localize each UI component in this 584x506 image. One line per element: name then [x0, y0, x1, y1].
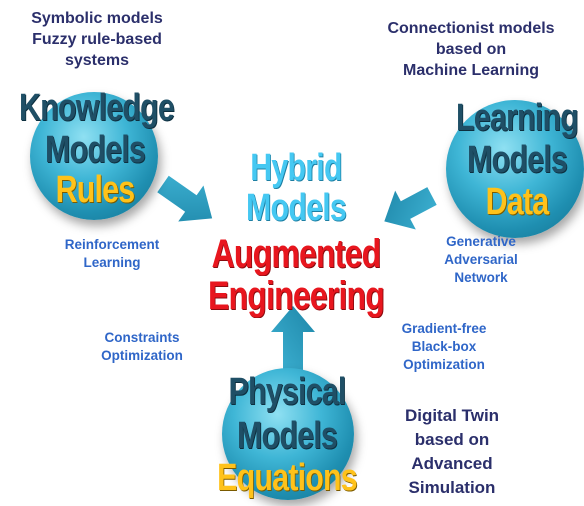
physical-title: Physical	[228, 371, 347, 413]
gan-label: Generative Adversarial Network	[426, 233, 536, 287]
knowledge-sphere	[30, 92, 158, 220]
link-line: Constraints	[104, 330, 180, 345]
link-line: Network	[454, 270, 508, 285]
hybrid-models-label: Models	[246, 187, 347, 229]
knowledge-caption: Symbolic models Fuzzy rule-based systems	[12, 8, 182, 71]
link-line: Optimization	[403, 357, 485, 372]
learning-sphere	[446, 100, 584, 238]
knowledge-caption-line: Symbolic models	[31, 10, 163, 27]
arrow-knowledge-to-hybrid	[157, 175, 213, 222]
knowledge-models-label: Models	[45, 129, 146, 171]
link-line: Learning	[83, 255, 141, 270]
learning-models-label: Models	[467, 139, 568, 181]
hybrid-title: Hybrid	[250, 147, 342, 189]
physical-caption: Digital Twin based on Advanced Simulatio…	[392, 404, 512, 500]
learning-caption-line: based on	[435, 41, 507, 58]
knowledge-caption-line: systems	[64, 52, 130, 69]
link-line: Generative	[446, 234, 516, 249]
link-line: Optimization	[101, 348, 183, 363]
learning-caption-line: Machine Learning	[402, 62, 540, 79]
knowledge-rules-label: Rules	[55, 169, 136, 211]
link-line: Adversarial	[444, 252, 518, 267]
physical-caption-line: Advanced	[411, 454, 493, 473]
constraints-optimization-label: Constraints Optimization	[82, 329, 202, 365]
physical-caption-line: Digital Twin	[404, 406, 500, 425]
augmented-label: Augmented	[211, 232, 382, 276]
physical-caption-line: Simulation	[408, 478, 496, 497]
link-line: Reinforcement	[64, 237, 160, 252]
physical-models-label: Models	[237, 415, 338, 457]
reinforcement-learning-label: Reinforcement Learning	[46, 236, 178, 272]
learning-title: Learning	[456, 97, 579, 139]
arrow-physical-to-hybrid	[271, 306, 315, 372]
learning-data-label: Data	[485, 181, 549, 223]
link-line: Gradient-free	[401, 321, 487, 336]
learning-caption: Connectionist models based on Machine Le…	[366, 18, 576, 81]
physical-equations-label: Equations	[217, 457, 358, 499]
knowledge-caption-line: Fuzzy rule-based	[32, 31, 162, 48]
physical-caption-line: based on	[414, 430, 490, 449]
gradient-free-label: Gradient-free Black-box Optimization	[384, 320, 504, 374]
physical-sphere	[222, 368, 354, 500]
learning-caption-line: Connectionist models	[387, 20, 555, 37]
knowledge-title: Knowledge	[19, 87, 175, 129]
link-line: Black-box	[411, 339, 477, 354]
engineering-label: Engineering	[207, 274, 385, 318]
arrow-learning-to-hybrid	[384, 187, 437, 230]
